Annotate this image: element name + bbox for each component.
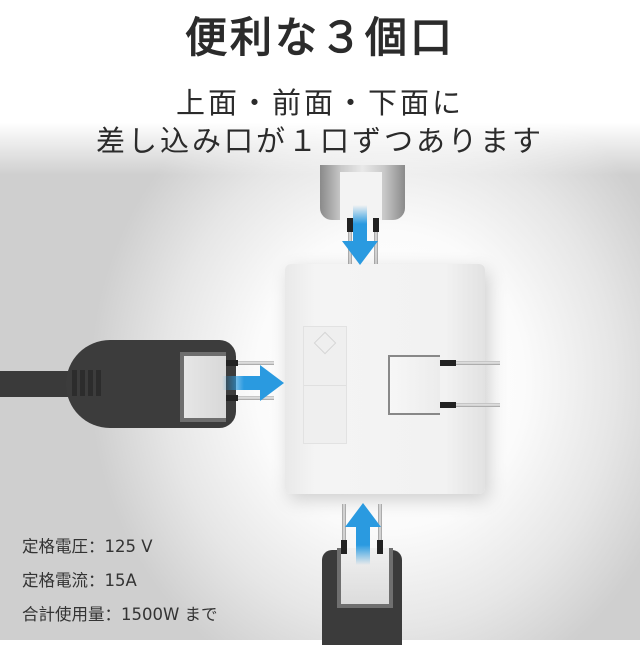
spec-value: 125 V bbox=[104, 537, 153, 556]
bottom-plug-insert bbox=[337, 548, 393, 608]
bottom-prong-left bbox=[341, 504, 347, 554]
page-title: 便利な３個口 bbox=[184, 13, 455, 62]
spec-label: 定格電圧： bbox=[22, 537, 105, 556]
spec-rated-current: 定格電流：15A bbox=[22, 564, 218, 598]
left-plug-insert bbox=[180, 352, 226, 422]
up-arrow-icon bbox=[345, 503, 381, 565]
spec-rated-voltage: 定格電圧：125 V bbox=[22, 530, 218, 564]
subtitle-line-1: 上面・前面・下面に bbox=[175, 86, 464, 120]
down-arrow-icon bbox=[342, 205, 378, 265]
left-prong-top bbox=[226, 360, 274, 366]
right-arrow-icon bbox=[222, 365, 284, 401]
grip-ridge bbox=[80, 370, 85, 396]
spec-label: 合計使用量： bbox=[22, 605, 121, 624]
front-prong-top bbox=[440, 360, 500, 366]
adapter-front-plug bbox=[388, 355, 440, 415]
certification-mark-icon bbox=[313, 331, 337, 355]
adapter-label-plate bbox=[303, 326, 347, 444]
grip-ridge bbox=[72, 370, 77, 396]
bottom-prong-right bbox=[377, 504, 383, 554]
spec-list: 定格電圧：125 V 定格電流：15A 合計使用量：1500W まで bbox=[22, 530, 218, 632]
spec-label: 定格電流： bbox=[22, 571, 105, 590]
front-prong-bottom bbox=[440, 402, 500, 408]
subtitle-line-2: 差し込み口が１口ずつあります bbox=[95, 124, 544, 158]
spec-total-capacity: 合計使用量：1500W まで bbox=[22, 598, 218, 632]
header-background bbox=[0, 0, 640, 175]
left-prong-bottom bbox=[226, 395, 274, 401]
spec-value: 1500W まで bbox=[121, 605, 218, 624]
grip-ridge bbox=[96, 370, 101, 396]
spec-value: 15A bbox=[104, 571, 137, 590]
grip-ridge bbox=[88, 370, 93, 396]
